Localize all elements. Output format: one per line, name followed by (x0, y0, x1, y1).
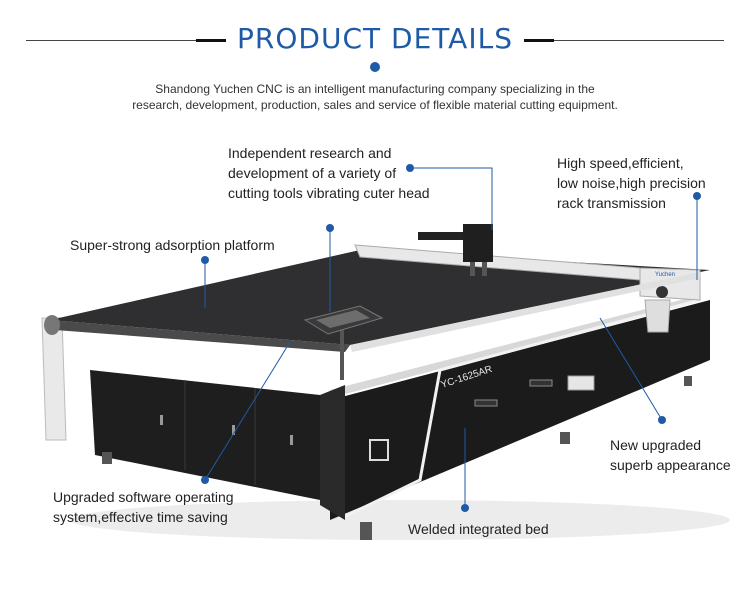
leader-cutting-tools (410, 167, 493, 230)
side-body-panel (330, 300, 710, 520)
leg-2 (360, 522, 372, 540)
callout-cutting-tools-line-3: cutting tools vibrating cuter head (228, 185, 430, 201)
callout-software-line-1: Upgraded software operating (53, 489, 234, 505)
floor-shadow (70, 500, 730, 540)
callout-cutting-tools-line-1: Independent research and (228, 145, 392, 161)
leg-3 (560, 432, 570, 444)
front-roller (44, 315, 60, 335)
title-rule-left-accent (196, 39, 226, 42)
brand-label: Yuchen (655, 272, 675, 278)
cutter-tool-1 (470, 262, 475, 276)
page-title: PRODUCT DETAILS (237, 22, 513, 55)
callout-high-speed-line-1: High speed,efficient, (557, 155, 684, 171)
title-dot (370, 62, 380, 72)
lower-cabinet (90, 370, 320, 500)
leader-software (204, 341, 291, 481)
callout-dot-platform (201, 256, 209, 264)
callout-software: Upgraded software operating system,effec… (53, 487, 234, 527)
cutter-tool-2 (482, 262, 487, 276)
callout-dot-high-speed (693, 192, 701, 200)
callout-software-line-2: system,effective time saving (53, 509, 228, 525)
gantry-leg (644, 299, 671, 333)
callout-dot-appearance (658, 416, 666, 424)
callout-appearance: New upgraded superb appearance (610, 435, 731, 475)
intro-line-2: research, development, production, sales… (132, 98, 618, 112)
belt-front-edge (50, 320, 350, 352)
callout-dot-control (326, 224, 334, 232)
cutter-carriage (418, 232, 470, 240)
callout-high-speed-line-3: rack transmission (557, 195, 666, 211)
brand-emblem (369, 439, 389, 461)
intro-line-1: Shandong Yuchen CNC is an intelligent ma… (155, 82, 595, 96)
callout-dot-software (201, 476, 209, 484)
leader-appearance (599, 317, 663, 421)
cabinet-handle-2 (232, 425, 235, 435)
title-rule-right (554, 40, 724, 41)
control-screen (316, 310, 370, 328)
callout-cutting-tools-line-2: development of a variety of (228, 165, 397, 181)
side-rail (330, 295, 700, 398)
callout-high-speed: High speed,efficient, low noise,high pre… (557, 153, 706, 213)
callout-platform: Super-strong adsorption platform (70, 237, 275, 253)
front-end-panel (320, 385, 345, 520)
conveyor-belt (50, 250, 710, 345)
callout-appearance-line-1: New upgraded (610, 437, 702, 453)
callout-dot-cutting-tools (406, 164, 414, 172)
title-rule-left (26, 40, 196, 41)
gantry-motor (656, 286, 668, 298)
title-rule-right-accent (524, 39, 554, 42)
front-gantry-beam (350, 272, 700, 352)
cutter-head (463, 224, 493, 262)
body-trim (337, 298, 701, 522)
callout-bed: Welded integrated bed (408, 521, 549, 537)
callout-high-speed-line-2: low noise,high precision (557, 175, 706, 191)
callout-cutting-tools: Independent research and development of … (228, 143, 430, 203)
cabinet-handle-1 (160, 415, 163, 425)
callout-dot-bed (461, 504, 469, 512)
leg-1 (102, 452, 112, 464)
side-handle-2 (529, 379, 553, 387)
cabinet-handle-3 (290, 435, 293, 445)
callout-appearance-line-2: superb appearance (610, 457, 731, 473)
side-pedal (567, 375, 595, 391)
side-handle-1 (474, 399, 498, 407)
leg-4 (684, 376, 692, 386)
